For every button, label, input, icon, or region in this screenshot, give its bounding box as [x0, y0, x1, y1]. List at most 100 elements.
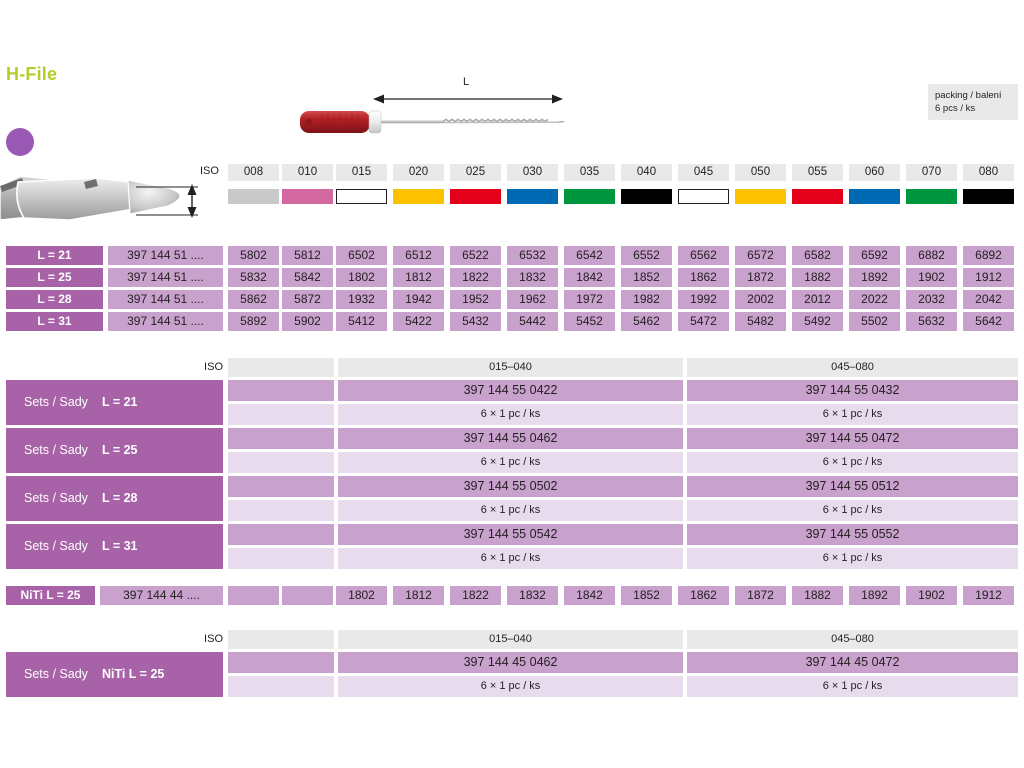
iso-column-070: 070	[906, 164, 957, 204]
code-cell: 5442	[507, 312, 558, 331]
code-cell: 2042	[963, 290, 1014, 309]
code-cell: 1892	[849, 268, 900, 287]
sets-range-left: 015–040	[338, 358, 683, 377]
packing-note: packing / balení 6 pcs / ks	[928, 84, 1018, 120]
code-cell: 6562	[678, 246, 729, 265]
code-cell: 5642	[963, 312, 1014, 331]
iso-column-035: 035	[564, 164, 615, 204]
iso-size-label: 040	[621, 164, 672, 181]
code-cell: 5862	[228, 290, 279, 309]
code-cell: 6502	[336, 246, 387, 265]
code-cell: 1832	[507, 268, 558, 287]
code-cell: 5902	[282, 312, 333, 331]
niti-code-cell: 1872	[735, 586, 786, 605]
iso-color-swatch	[282, 189, 333, 204]
sets-blank-bottom	[228, 548, 334, 569]
sets-blank-top	[228, 524, 334, 545]
code-cell: 1852	[621, 268, 672, 287]
iso-column-040: 040	[621, 164, 672, 204]
iso-color-swatch	[564, 189, 615, 204]
code-cell: 6532	[507, 246, 558, 265]
sets-iso-label: ISO	[204, 633, 223, 645]
iso-column-080: 080	[963, 164, 1014, 204]
iso-size-label: 045	[678, 164, 729, 181]
code-cell: 1972	[564, 290, 615, 309]
sets-prefix-text: Sets / Sady	[24, 667, 88, 681]
iso-color-swatch	[678, 189, 729, 204]
h-file-instrument-illustration	[300, 110, 565, 134]
sets-qty-right: 6 × 1 pc / ks	[687, 548, 1018, 569]
iso-color-swatch	[450, 189, 501, 204]
iso-column-025: 025	[450, 164, 501, 204]
iso-header-label: ISO	[200, 165, 219, 177]
length-dimension-arrow	[373, 94, 563, 104]
iso-column-060: 060	[849, 164, 900, 204]
code-cell: 6542	[564, 246, 615, 265]
iso-column-008: 008	[228, 164, 279, 204]
niti-code-cell: 1862	[678, 586, 729, 605]
code-cell: 5842	[282, 268, 333, 287]
sets-iso-label: ISO	[204, 361, 223, 373]
iso-column-055: 055	[792, 164, 843, 204]
sets-qty-left: 6 × 1 pc / ks	[338, 548, 683, 569]
iso-size-label: 050	[735, 164, 786, 181]
sets-qty-left: 6 × 1 pc / ks	[338, 404, 683, 425]
sets-code-right: 397 144 45 0472	[687, 652, 1018, 673]
sets-row-label: Sets / Sady L = 28	[6, 476, 223, 521]
iso-size-label: 030	[507, 164, 558, 181]
niti-code-cell: 1902	[906, 586, 957, 605]
sets-row-length: L = 31	[101, 539, 138, 553]
sets-qty-left: 6 × 1 pc / ks	[338, 452, 683, 473]
sets-range-right: 045–080	[687, 630, 1018, 649]
iso-color-swatch	[849, 189, 900, 204]
code-cell: 5452	[564, 312, 615, 331]
iso-column-015: 015	[336, 164, 387, 204]
code-cell: 1932	[336, 290, 387, 309]
sets-code-left: 397 144 55 0542	[338, 524, 683, 545]
sets-prefix-text: Sets / Sady	[24, 491, 88, 505]
code-cell: 5422	[393, 312, 444, 331]
sets-qty-right: 6 × 1 pc / ks	[687, 452, 1018, 473]
niti-code-cell: 1802	[336, 586, 387, 605]
code-cell: 6572	[735, 246, 786, 265]
code-cell: 6582	[792, 246, 843, 265]
sets-blank-top	[228, 652, 334, 673]
iso-size-label: 080	[963, 164, 1014, 181]
row-order-number: 397 144 51 ....	[108, 268, 223, 287]
sets-row-length: NiTi L = 25	[101, 667, 165, 681]
sets-blank-bottom	[228, 404, 334, 425]
row-order-number: 397 144 51 ....	[108, 312, 223, 331]
iso-size-label: 035	[564, 164, 615, 181]
sets-row-length: L = 28	[101, 491, 138, 505]
row-length-label: L = 21	[6, 246, 103, 265]
length-dimension-label: L	[463, 76, 470, 88]
code-cell: 6882	[906, 246, 957, 265]
code-cell: 1952	[450, 290, 501, 309]
niti-code-cell: 1842	[564, 586, 615, 605]
niti-code-cell: 1912	[963, 586, 1014, 605]
sets-row-length: L = 25	[101, 443, 138, 457]
sets-header-spacer	[228, 358, 334, 377]
code-cell: 2022	[849, 290, 900, 309]
sets-blank-bottom	[228, 676, 334, 697]
iso-size-label: 010	[282, 164, 333, 181]
niti-code-cell: 1882	[792, 586, 843, 605]
code-cell: 5632	[906, 312, 957, 331]
code-cell: 5472	[678, 312, 729, 331]
iso-size-label: 015	[336, 164, 387, 181]
sets-prefix-text: Sets / Sady	[24, 539, 88, 553]
iso-color-swatch	[792, 189, 843, 204]
iso-color-swatch	[228, 189, 279, 204]
code-cell: 2032	[906, 290, 957, 309]
